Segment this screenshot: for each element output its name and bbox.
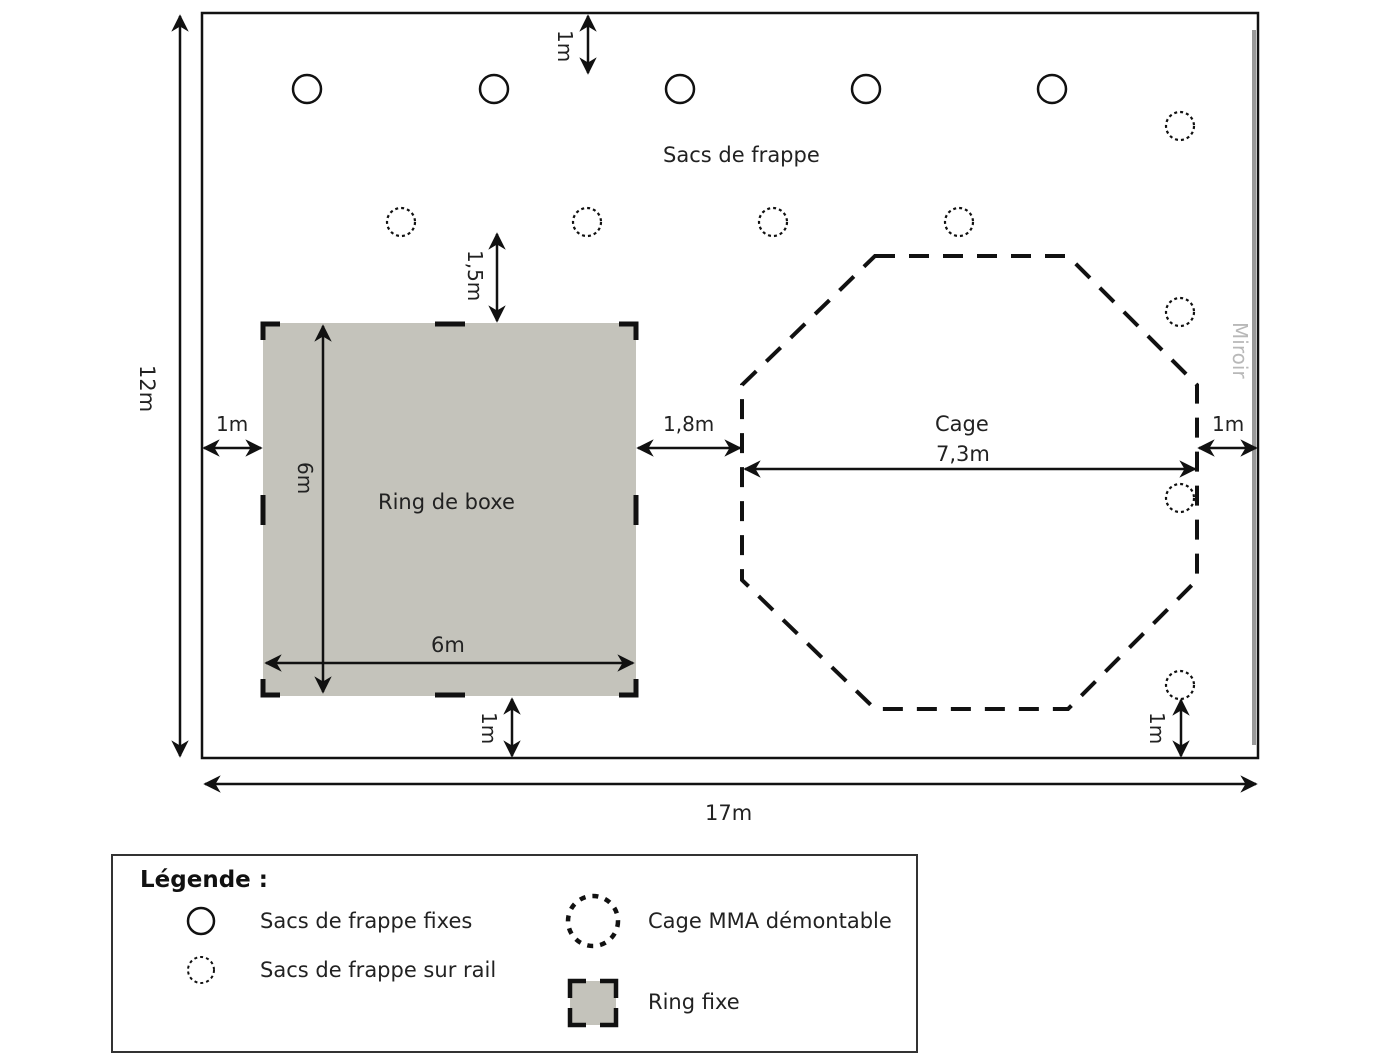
wall-ring-distance-label: 1m bbox=[216, 412, 248, 436]
legend-ring-corners-icon bbox=[567, 978, 619, 1028]
rail-bag bbox=[385, 206, 417, 238]
rail-bag bbox=[757, 206, 789, 238]
legend-item-label: Sacs de frappe sur rail bbox=[260, 958, 496, 982]
rail-bag bbox=[1164, 669, 1196, 701]
ring-cage-distance-label: 1,8m bbox=[663, 412, 714, 436]
legend-title: Légende : bbox=[140, 867, 268, 893]
fixed-bag bbox=[850, 73, 882, 105]
bag-bottom-distance-label: 1m bbox=[1145, 712, 1169, 744]
mma-cage bbox=[740, 254, 1199, 711]
legend-solid-circle-icon bbox=[186, 906, 216, 936]
ring-corners bbox=[260, 321, 639, 698]
bags-area-label: Sacs de frappe bbox=[663, 143, 820, 167]
cage-width-label: 7,3m bbox=[936, 442, 990, 466]
height-dimension-label: 12m bbox=[135, 365, 159, 412]
ring-bottom-distance-label: 1m bbox=[477, 712, 501, 744]
cage-name: Cage bbox=[935, 412, 989, 436]
rail-bags bbox=[385, 110, 1196, 701]
rail-bag bbox=[1164, 110, 1196, 142]
legend-ring-fill-icon bbox=[570, 981, 616, 1025]
fixed-bag bbox=[291, 73, 323, 105]
ring-height-label: 6m bbox=[293, 462, 317, 494]
width-dimension-label: 17m bbox=[705, 801, 752, 825]
legend-item-label: Ring fixe bbox=[648, 990, 740, 1014]
rail-bag bbox=[943, 206, 975, 238]
fixed-bag bbox=[1036, 73, 1068, 105]
legend-dotted-circle-icon bbox=[187, 956, 215, 984]
legend-dotted-octagon-icon bbox=[565, 893, 621, 949]
rail-bag bbox=[571, 206, 603, 238]
cage-wall-distance-label: 1m bbox=[1212, 412, 1244, 436]
top-distance-label: 1m bbox=[553, 30, 577, 62]
fixed-bags bbox=[291, 73, 1068, 105]
room-outline bbox=[200, 11, 1260, 760]
rail-bag bbox=[1164, 296, 1196, 328]
legend-item-label: Sacs de frappe fixes bbox=[260, 909, 472, 933]
legend-item-label: Cage MMA démontable bbox=[648, 909, 892, 933]
ring-name: Ring de boxe bbox=[378, 490, 515, 514]
rail-bag bbox=[1164, 482, 1196, 514]
fixed-bag bbox=[478, 73, 510, 105]
bags-ring-distance-label: 1,5m bbox=[463, 250, 487, 301]
legend-box bbox=[111, 854, 918, 1053]
fixed-bag bbox=[664, 73, 696, 105]
ring-width-label: 6m bbox=[431, 633, 465, 657]
mirror-label: Miroir bbox=[1228, 322, 1252, 379]
